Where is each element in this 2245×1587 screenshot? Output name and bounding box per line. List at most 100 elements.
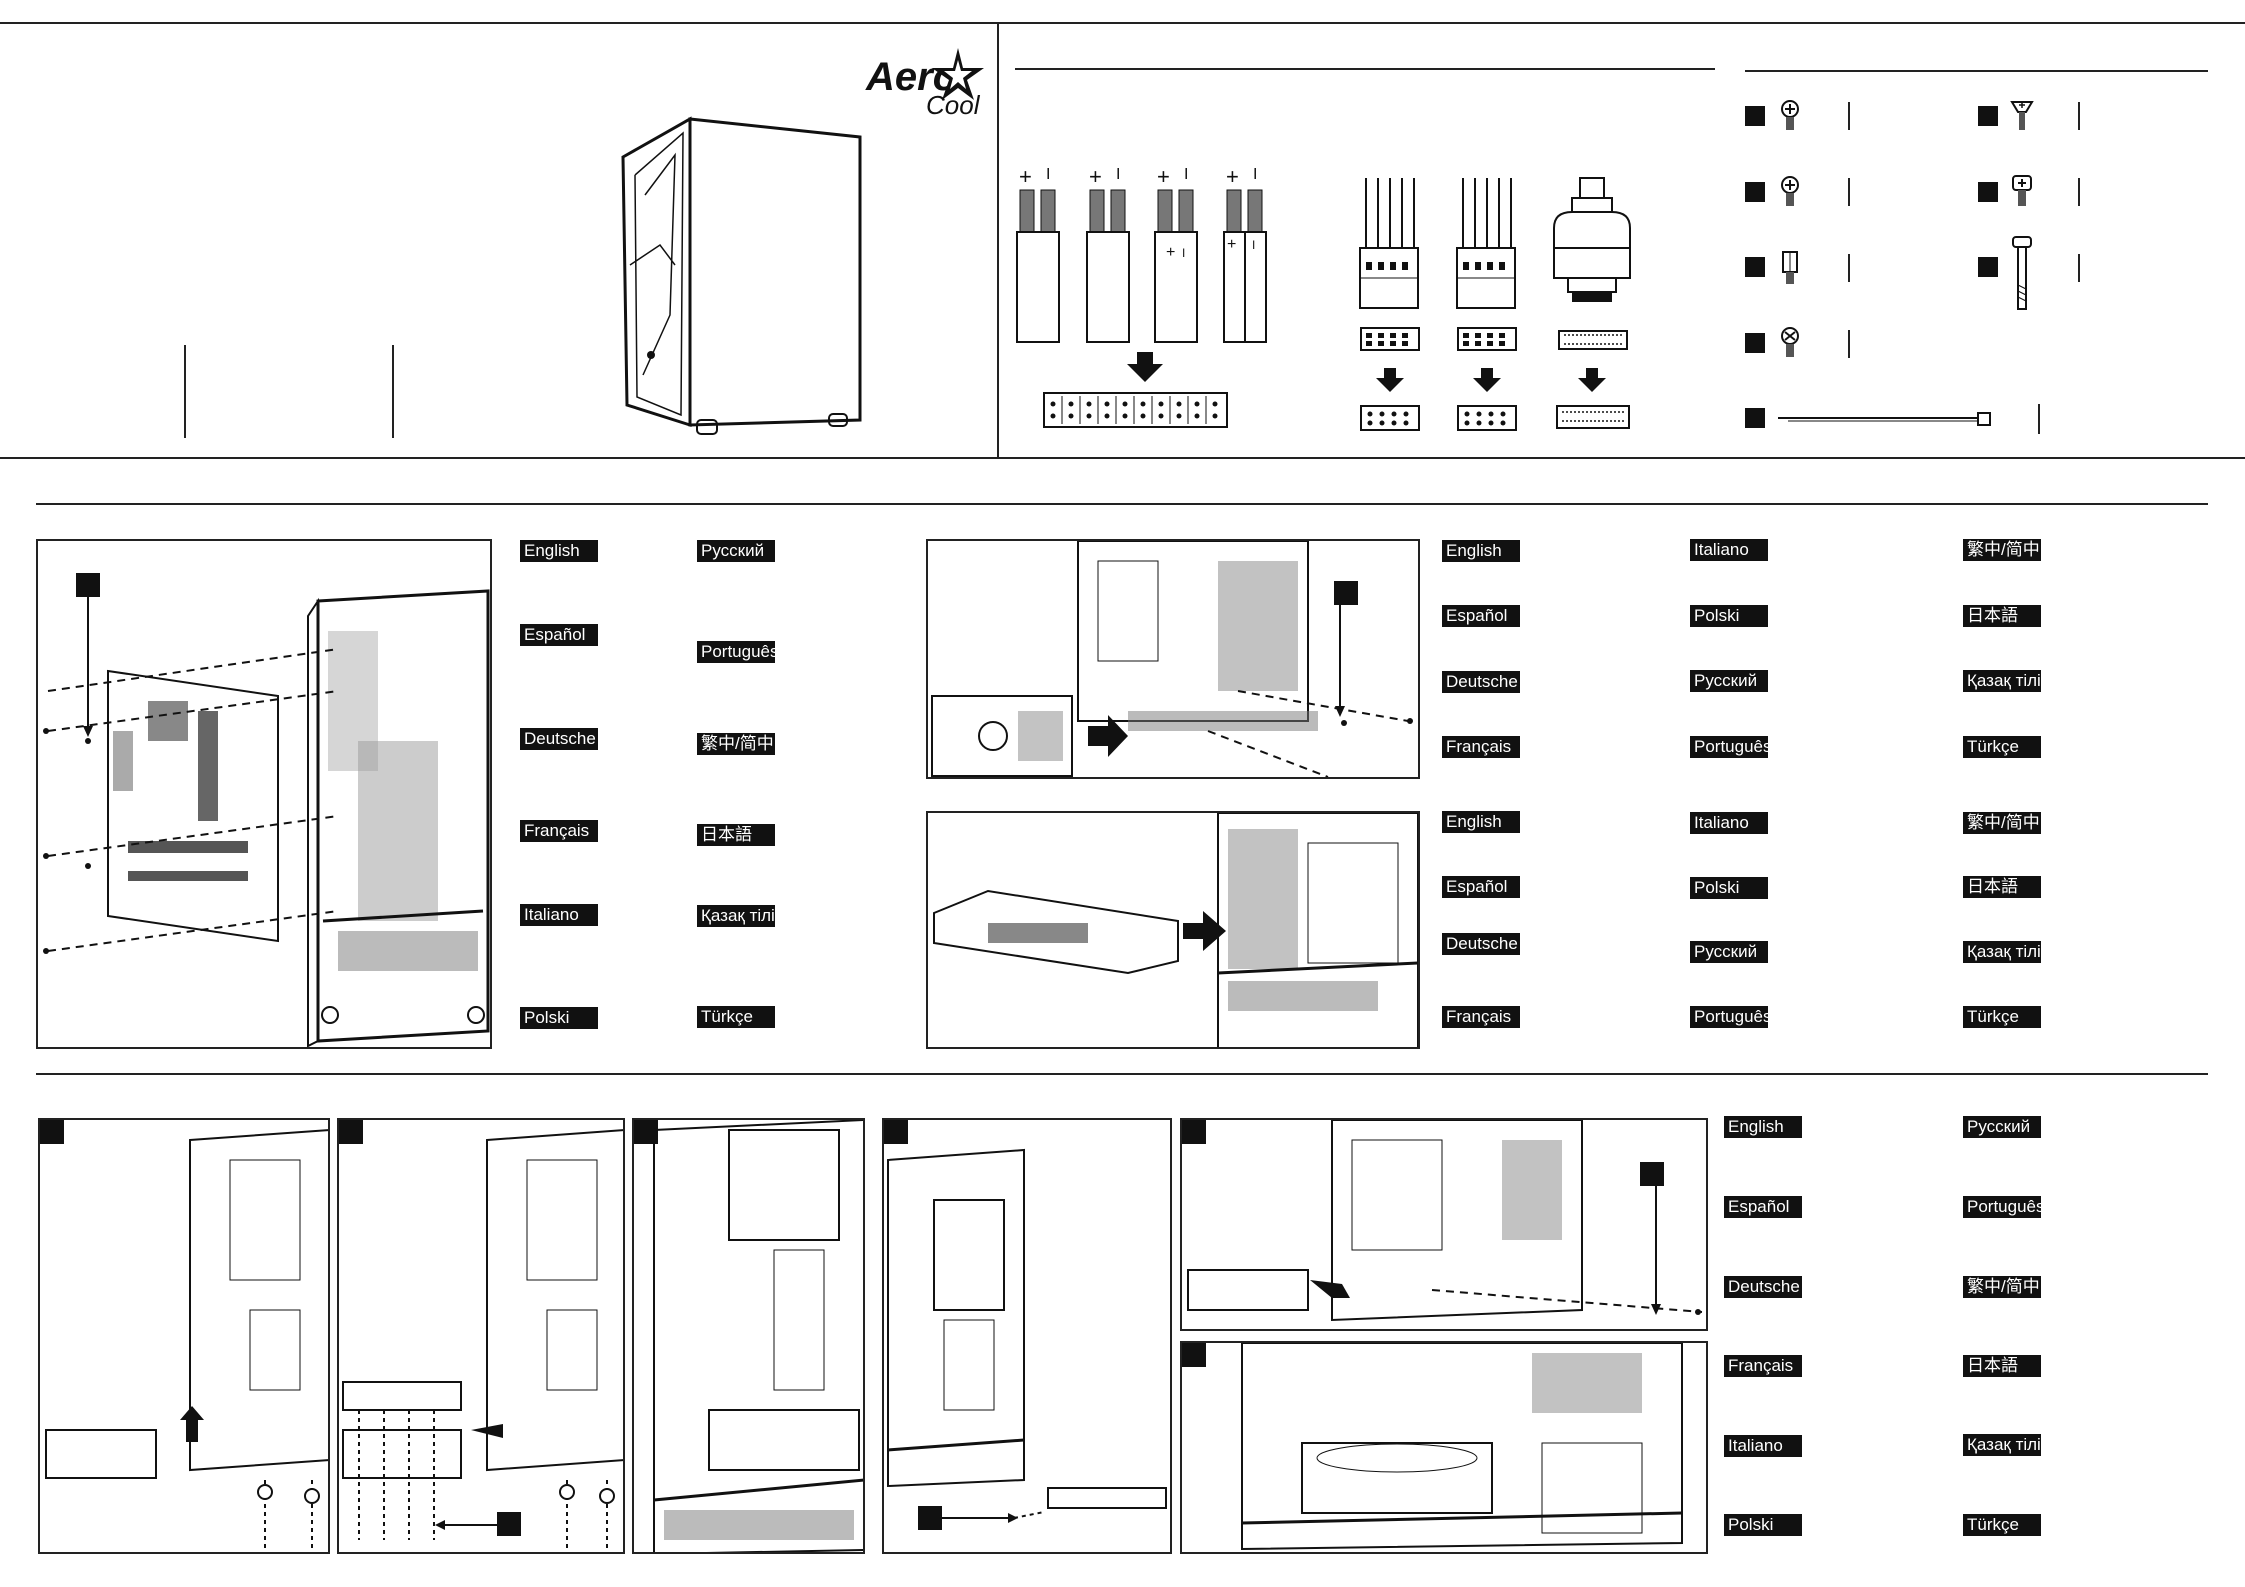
lang-label: English	[1724, 1116, 1802, 1138]
polarity-minus-2: I	[1116, 166, 1121, 183]
gpu-diagram	[933, 813, 1418, 1047]
lang-label: 繁中/简中	[697, 733, 775, 755]
lang-label: Italiano	[1690, 812, 1768, 834]
lang-label: 日本語	[697, 824, 775, 846]
lang-label: 日本語	[1963, 876, 2041, 898]
lang-label: Polski	[1724, 1514, 1802, 1536]
hdd-step-2-diagram	[342, 1129, 623, 1550]
lang-label: Polski	[1690, 877, 1768, 899]
usb3-cable-connector	[1553, 177, 1631, 302]
lang-label: 繁中/简中	[1963, 539, 2041, 561]
screw-icon	[1781, 327, 1799, 357]
lang-label: Français	[1442, 736, 1520, 758]
lang-label: Italiano	[520, 904, 598, 926]
accessory-divider	[2078, 178, 2080, 206]
accessory-marker-g	[1745, 333, 1765, 353]
lang-label: Türkçe	[1963, 1514, 2041, 1536]
lang-label: Português	[697, 641, 775, 663]
step-marker	[497, 1512, 521, 1536]
lang-label: Қазақ тілі	[1963, 1434, 2041, 1456]
thumbscrew-icon	[2012, 175, 2032, 206]
lang-label: English	[520, 540, 598, 562]
cable-tie-icon	[1778, 412, 1991, 426]
step-marker	[40, 1120, 64, 1144]
hdd-step-4-diagram	[887, 1148, 1167, 1523]
screw-icon	[1781, 176, 1799, 206]
lang-label: English	[1442, 540, 1520, 562]
lang-label: Español	[1724, 1196, 1802, 1218]
lang-label: Español	[1442, 605, 1520, 627]
lang-label: Polski	[1690, 605, 1768, 627]
lang-label: Қазақ тілі	[1963, 941, 2041, 963]
lang-label: Português	[1690, 1006, 1768, 1028]
lang-label: English	[1442, 811, 1520, 833]
screw-icon	[1781, 100, 1799, 130]
step-marker	[884, 1120, 908, 1144]
lang-label: 日本語	[1963, 605, 2041, 627]
lang-label: Français	[520, 820, 598, 842]
hdd-step-3-diagram	[653, 1120, 863, 1552]
hdd-step-3-figure	[632, 1118, 865, 1554]
arrow-down-icon	[1578, 368, 1606, 392]
lang-label: 日本語	[1963, 1355, 2041, 1377]
polarity-plus-1: +	[1019, 164, 1032, 189]
step-marker	[918, 1506, 942, 1530]
accessories-title-line	[1745, 70, 2208, 72]
step-marker	[1182, 1120, 1206, 1144]
usb2-board-header	[1457, 405, 1517, 431]
lang-label: Русский	[1963, 1116, 2041, 1138]
logo-text-main: Aero	[866, 55, 958, 99]
usb3-board-header	[1556, 405, 1630, 429]
lang-label: Italiano	[1724, 1435, 1802, 1457]
lang-label: Deutsche	[1442, 933, 1520, 955]
polarity-plus-3: +	[1157, 164, 1170, 189]
accessory-divider	[1848, 102, 1850, 130]
lang-label: Polski	[520, 1007, 598, 1029]
audio-cable-connector	[1359, 178, 1419, 309]
connectors-title-line	[1015, 68, 1715, 70]
pc-case-illustration	[621, 116, 862, 435]
lang-label: Türkçe	[1963, 1006, 2041, 1028]
long-screw-icon	[2012, 236, 2032, 310]
hdd-step-4-figure	[882, 1118, 1172, 1554]
lang-label: Español	[520, 624, 598, 646]
cover-divider-1	[184, 345, 186, 438]
audio-board-header	[1360, 405, 1420, 431]
accessory-marker-e	[1745, 257, 1765, 277]
accessory-marker-d	[1978, 182, 1998, 202]
lang-label: Português	[1963, 1196, 2041, 1218]
polarity-minus-3: I	[1184, 166, 1189, 183]
polarity-plus-4: +	[1226, 164, 1239, 189]
lang-label: Deutsche	[520, 728, 598, 750]
psu-install-figure	[926, 539, 1420, 779]
section2-top-line	[36, 503, 2208, 505]
accessory-marker-c	[1745, 182, 1765, 202]
hdd-step-5-figure	[1180, 1118, 1708, 1331]
hdd-step-2-figure	[337, 1118, 625, 1554]
hdd-step-6-diagram	[1241, 1343, 1683, 1551]
step-marker	[1334, 581, 1358, 605]
usb3-pin-header-top	[1558, 330, 1628, 350]
lang-label: Русский	[1690, 670, 1768, 692]
lang-label: 繁中/简中	[1963, 812, 2041, 834]
polarity-minus-inner-3: I	[1182, 246, 1186, 260]
polarity-plus-2: +	[1089, 164, 1102, 189]
two-pin-connector-2	[1086, 189, 1130, 343]
usb2-pin-header-top	[1457, 327, 1517, 351]
usb2-cable-connector	[1456, 178, 1516, 309]
accessory-marker-b	[1978, 106, 1998, 126]
hdd-step-1-diagram	[45, 1129, 328, 1550]
two-pin-connector-1	[1016, 189, 1060, 343]
step-marker	[1182, 1343, 1206, 1367]
lang-label: Türkçe	[697, 1006, 775, 1028]
accessory-divider	[1848, 178, 1850, 206]
accessory-marker-f	[1978, 257, 1998, 277]
lang-label: Deutsche	[1442, 671, 1520, 693]
two-pin-connector-3	[1154, 189, 1198, 343]
polarity-minus-1: I	[1046, 166, 1051, 183]
header-bottom-line	[0, 457, 2245, 459]
accessory-marker-h	[1745, 408, 1765, 428]
arrow-down-icon	[1127, 352, 1163, 382]
lang-label: Deutsche	[1724, 1276, 1802, 1298]
gpu-install-figure	[926, 811, 1420, 1049]
